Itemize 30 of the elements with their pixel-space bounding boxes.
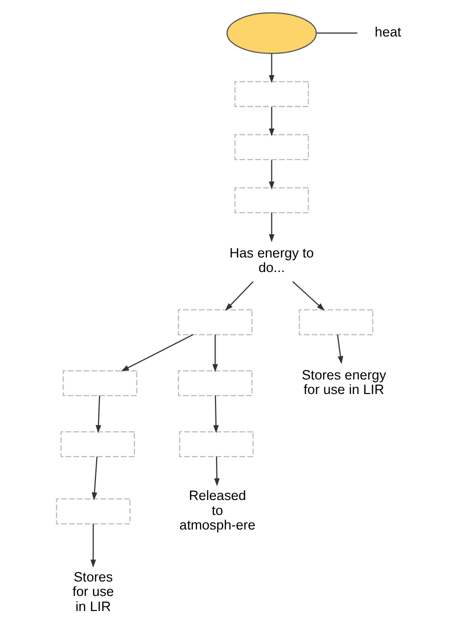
arrow xyxy=(212,334,218,372)
node-text: Has energy to do... xyxy=(228,245,314,276)
arrow xyxy=(212,396,218,434)
node-box xyxy=(234,187,308,214)
arrow xyxy=(336,334,343,364)
arrow xyxy=(91,456,98,500)
node-box xyxy=(298,309,373,336)
node-box xyxy=(177,309,252,336)
arrow xyxy=(268,160,274,190)
node-ellipse xyxy=(226,12,316,54)
arrow xyxy=(95,396,101,434)
arrow xyxy=(268,53,274,84)
node-box xyxy=(177,370,252,396)
arrow xyxy=(120,334,193,372)
arrow xyxy=(268,212,274,242)
arrow xyxy=(292,281,324,311)
arrow xyxy=(268,107,274,136)
node-box xyxy=(234,134,308,160)
node-text: Stores energy for use in LIR xyxy=(301,367,386,398)
node-box xyxy=(55,498,130,524)
node-box xyxy=(60,431,134,458)
node-box xyxy=(178,431,254,458)
node-box xyxy=(234,81,308,108)
arrow xyxy=(224,281,254,311)
arrow xyxy=(90,524,96,568)
node-text: Released to atmosph-ere xyxy=(178,488,255,533)
node-box xyxy=(62,370,137,396)
arrow xyxy=(214,456,220,486)
node-text: Stores for use in LIR xyxy=(72,570,114,614)
node-text: heat xyxy=(374,24,401,40)
